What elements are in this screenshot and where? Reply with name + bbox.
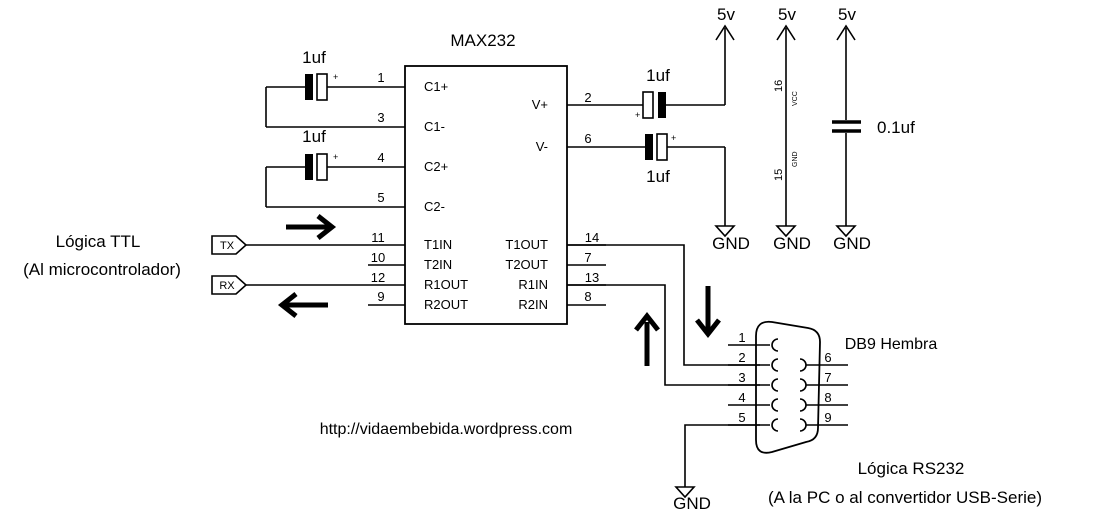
tx-port <box>211 235 368 255</box>
pin-label-vplus: V+ <box>532 97 548 112</box>
arrow-left-icon <box>277 292 328 318</box>
tx-label: TX <box>220 240 235 252</box>
ttl-title: Lógica TTL <box>56 232 141 251</box>
ttl-subtitle: (Al microcontrolador) <box>23 260 181 279</box>
cap-c4-value: 1uf <box>646 167 670 186</box>
ground-icon-1 <box>714 225 736 238</box>
pin-label-vminus: V- <box>536 139 548 154</box>
pin-label-r1out: R1OUT <box>424 277 468 292</box>
arrow-right-icon <box>286 214 337 240</box>
capacitor-c1 <box>265 73 368 128</box>
vcc-pin-label: VCC <box>792 91 799 106</box>
left-pin-wires <box>368 86 405 306</box>
right-pin-wires <box>567 104 645 306</box>
cap-c4-plus: + <box>671 133 676 143</box>
gnd-label-3: GND <box>833 234 871 253</box>
pin-num-2: 2 <box>584 90 591 105</box>
gnd-label-2: GND <box>773 234 811 253</box>
db9-pin-1: 1 <box>738 330 745 345</box>
pin-label-t2out: T2OUT <box>505 257 548 272</box>
ground-icon-3 <box>835 225 857 238</box>
cap-c5-value: 0.1uf <box>877 118 915 137</box>
pin-num-10: 10 <box>371 250 385 265</box>
pin-label-t1out: T1OUT <box>505 237 548 252</box>
pin-num-12: 12 <box>371 270 385 285</box>
db9-title: DB9 Hembra <box>845 336 938 353</box>
arrow-up-icon <box>634 311 660 366</box>
rs232-subtitle: (A la PC o al convertidor USB-Serie) <box>768 488 1042 507</box>
rx-label: RX <box>219 280 235 292</box>
pin-num-3: 3 <box>377 110 384 125</box>
vcc-label-1: 5v <box>717 5 735 24</box>
gnd-label-1: GND <box>712 234 750 253</box>
vcc-arrow-1 <box>715 24 735 41</box>
capacitor-c4 <box>645 133 726 226</box>
pin-label-c2minus: C2- <box>424 199 445 214</box>
pin-label-r1in: R1IN <box>518 277 548 292</box>
pin-num-13: 13 <box>585 270 599 285</box>
pin-label-r2out: R2OUT <box>424 297 468 312</box>
vcc-pin-number: 16 <box>773 80 785 92</box>
cap-c2-value: 1uf <box>302 127 326 146</box>
db9-pin-7: 7 <box>824 370 831 385</box>
chip-title: MAX232 <box>450 31 515 50</box>
pin-num-1: 1 <box>377 70 384 85</box>
cap-c2-plus: + <box>333 152 338 162</box>
pin-num-5: 5 <box>377 190 384 205</box>
cap-c1-plus: + <box>333 72 338 82</box>
pin-num-4: 4 <box>377 150 384 165</box>
rx-port <box>211 275 368 295</box>
vcc-arrow-2 <box>776 24 796 226</box>
pin-num-8: 8 <box>584 289 591 304</box>
cap-c3-plus: + <box>635 110 640 120</box>
source-url: http://vidaembebida.wordpress.com <box>320 421 573 438</box>
rs232-title: Lógica RS232 <box>858 459 965 478</box>
db9-connector <box>728 320 848 454</box>
vcc-arrow-3 <box>832 24 861 226</box>
pin-label-c1plus: C1+ <box>424 79 448 94</box>
arrow-down-icon <box>695 286 721 339</box>
gnd-pin-number: 15 <box>773 169 785 181</box>
pin-num-7: 7 <box>584 250 591 265</box>
vcc-label-3: 5v <box>838 5 856 24</box>
ground-icon-4 <box>674 486 696 499</box>
gnd-label-4: GND <box>673 494 711 513</box>
cap-c3-value: 1uf <box>646 66 670 85</box>
pin-num-11: 11 <box>371 230 385 245</box>
ground-icon-2 <box>775 225 797 238</box>
db9-pin-6: 6 <box>824 350 831 365</box>
vcc-label-2: 5v <box>778 5 796 24</box>
pin-label-r2in: R2IN <box>518 297 548 312</box>
pin-num-6: 6 <box>584 131 591 146</box>
pin-label-c1minus: C1- <box>424 119 445 134</box>
db9-pin-8: 8 <box>824 390 831 405</box>
gnd-pin-label: GND <box>792 151 799 167</box>
pin-num-14: 14 <box>585 230 599 245</box>
db9-pin-4: 4 <box>738 390 745 405</box>
pin-label-t1in: T1IN <box>424 237 452 252</box>
capacitor-c2 <box>265 153 368 208</box>
db9-pin-9: 9 <box>824 410 831 425</box>
db9-pin-5: 5 <box>738 410 745 425</box>
chip-body <box>404 65 568 325</box>
cap-c1-value: 1uf <box>302 48 326 67</box>
db9-pin-3: 3 <box>738 370 745 385</box>
pin-num-9: 9 <box>377 289 384 304</box>
capacitor-c3 <box>642 28 726 119</box>
db9-pin-2: 2 <box>738 350 745 365</box>
pin-label-c2plus: C2+ <box>424 159 448 174</box>
pin-label-t2in: T2IN <box>424 257 452 272</box>
